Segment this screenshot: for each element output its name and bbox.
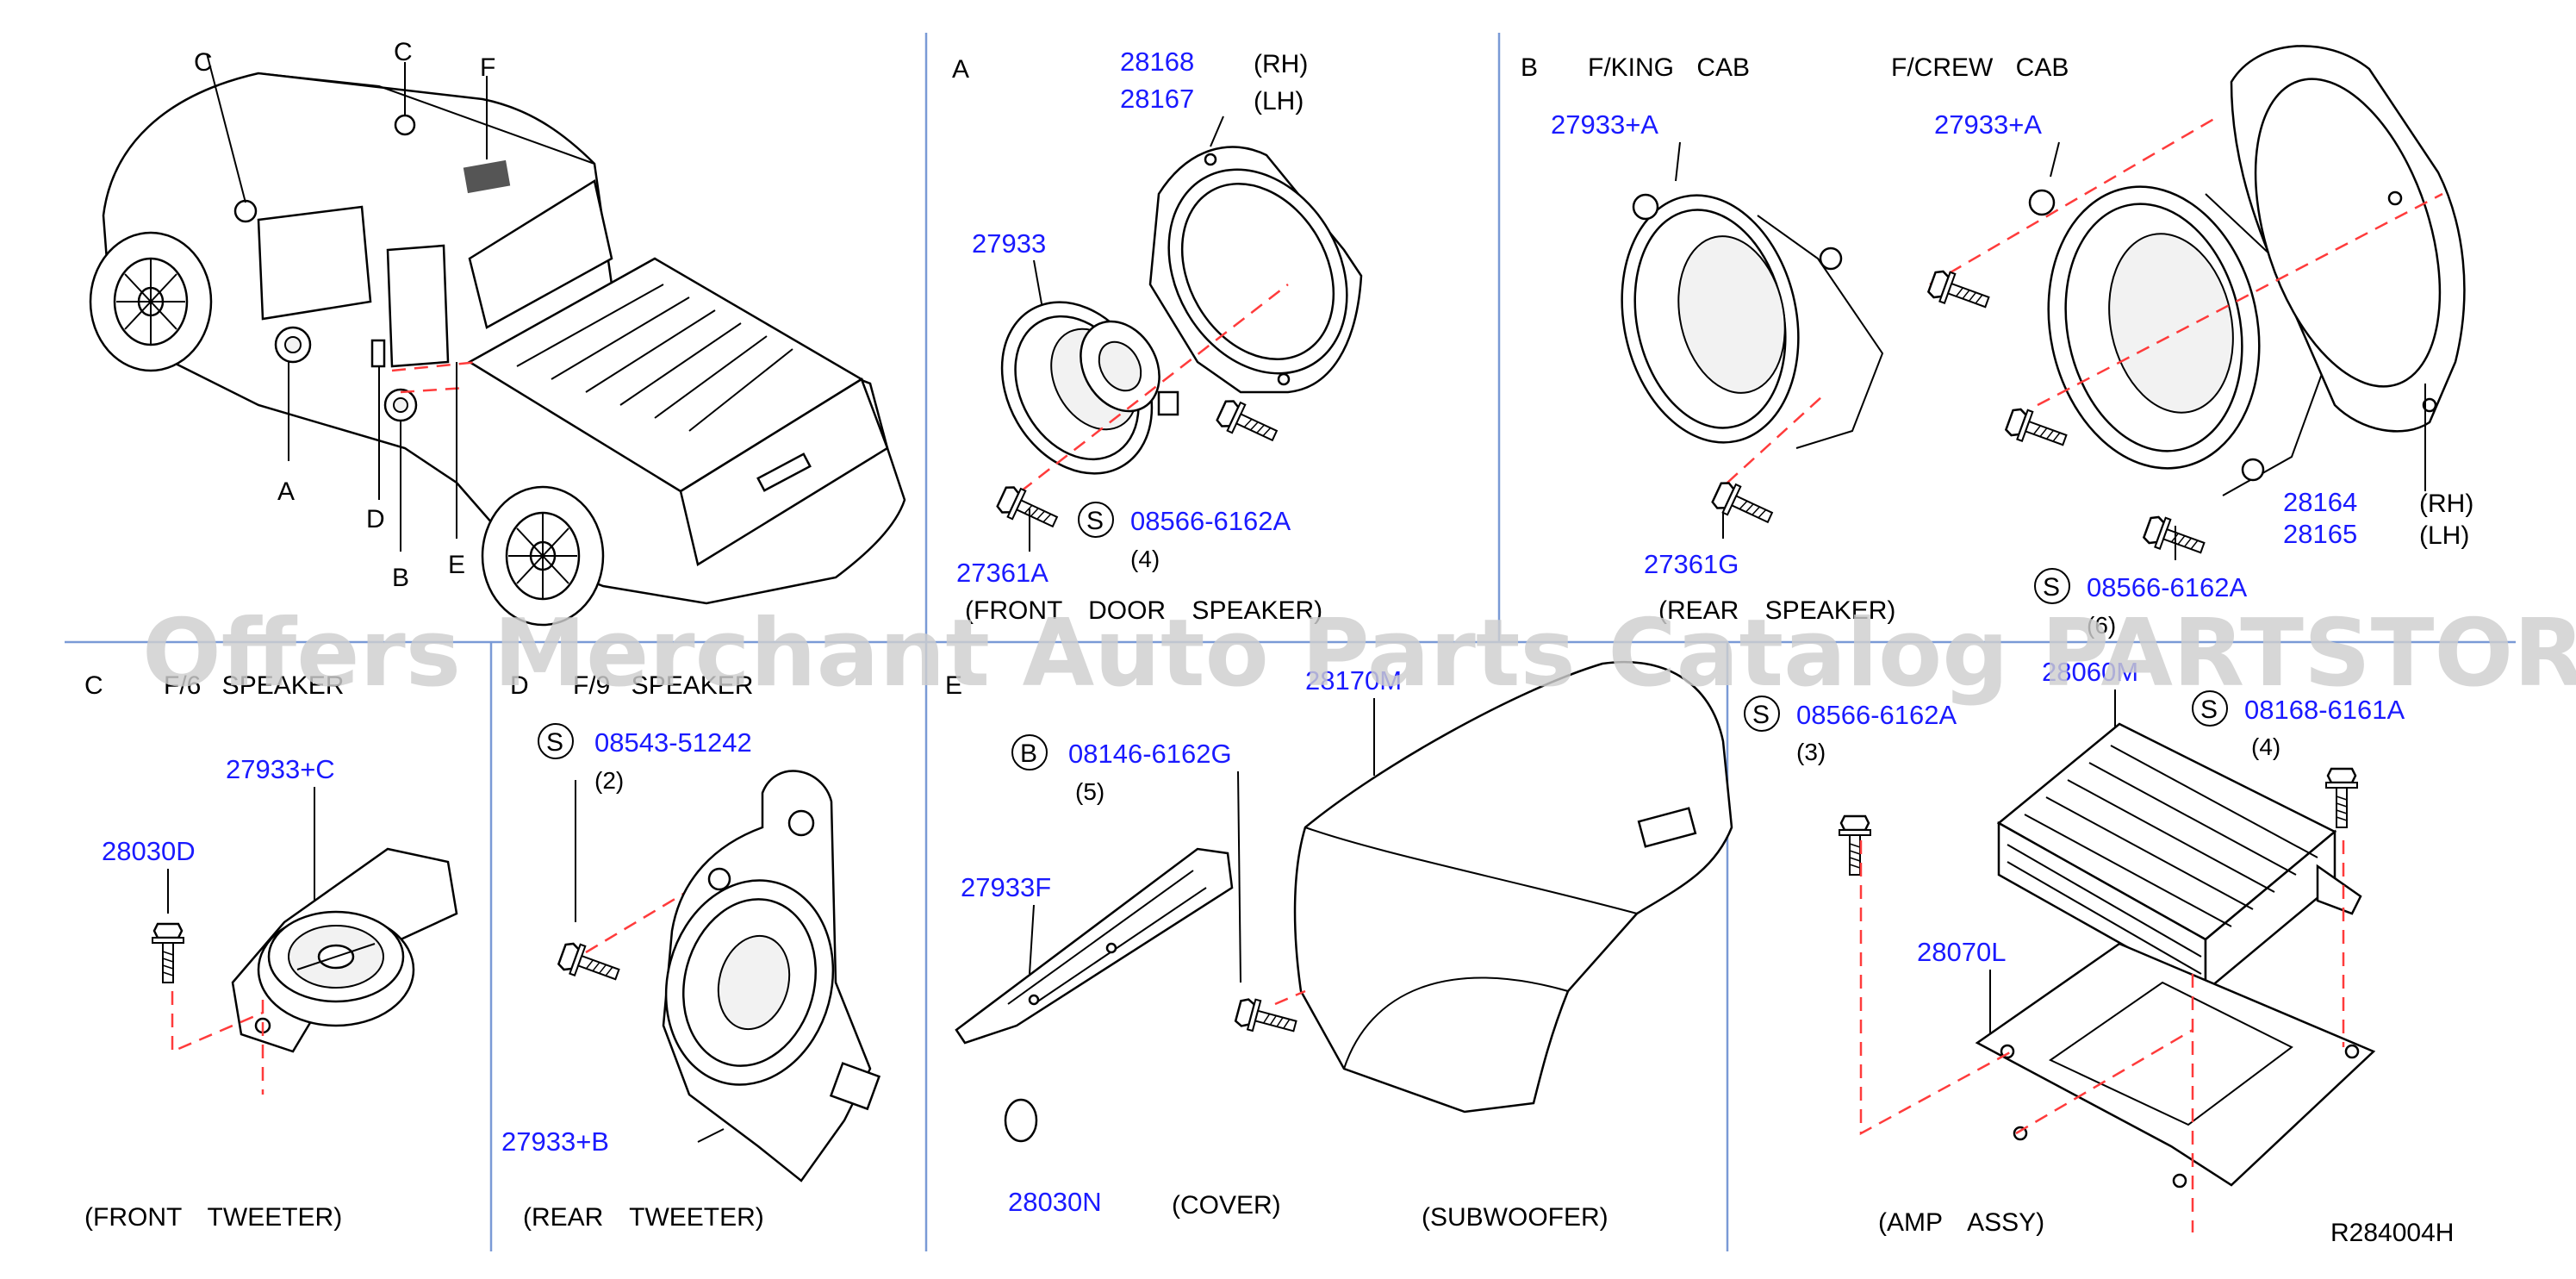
bolt-symbol-b: B xyxy=(1020,739,1037,768)
section-b-rear-speaker: B F/KING CAB F/CREW CAB 27933+A 27361G 2… xyxy=(1521,45,2473,639)
bolt-symbol-s-f2: S xyxy=(2200,696,2218,724)
subtitle-king-cab: F/KING CAB xyxy=(1588,53,1750,82)
bolt-quantity-f1: (3) xyxy=(1796,739,1826,765)
part-number-27933c[interactable]: 27933+C xyxy=(226,754,335,784)
rear-speaker-bracket xyxy=(2230,45,2466,433)
section-dividers xyxy=(65,33,2516,1251)
part-number-08168-6161a[interactable]: 08168-6161A xyxy=(2244,695,2405,725)
callout-f: F xyxy=(480,53,495,82)
section-c-letter: C xyxy=(84,671,103,700)
rear-wheel xyxy=(481,485,605,627)
caption-rear-speaker: (REAR SPEAKER) xyxy=(1658,596,1895,625)
bolt-quantity: (4) xyxy=(1130,546,1160,572)
part-number-27361a[interactable]: 27361A xyxy=(956,558,1048,588)
part-number-08543-51242[interactable]: 08543-51242 xyxy=(594,727,752,758)
subwoofer-box xyxy=(1293,660,1733,1114)
bolt-symbol-s-f1: S xyxy=(1752,701,1770,729)
part-number-27933[interactable]: 27933 xyxy=(972,228,1046,259)
section-c-front-tweeter: C F/6 SPEAKER 27933+C 28030D (FRONT TWEE… xyxy=(84,671,458,1232)
front-tweeter xyxy=(231,847,458,1053)
section-d-rear-tweeter: D F/9 SPEAKER S 08543-51242 (2) 27933+B … xyxy=(501,671,881,1232)
part-number-28165[interactable]: 28165 xyxy=(2283,519,2357,549)
caption-amp-assy: (AMP ASSY) xyxy=(1878,1208,2044,1237)
bolt-symbol-s: S xyxy=(1086,507,1104,535)
section-d-title: F/9 SPEAKER xyxy=(573,671,753,700)
callout-c-1: C xyxy=(194,48,213,77)
front-wheel xyxy=(89,231,213,372)
section-d-letter: D xyxy=(510,671,529,700)
part-number-27361g[interactable]: 27361G xyxy=(1644,549,1739,579)
bolt-symbol-s-b: S xyxy=(2043,573,2060,602)
part-number-28168[interactable]: 28168 xyxy=(1120,47,1194,77)
part-number-28030n[interactable]: 28030N xyxy=(1008,1187,1102,1217)
section-e-subwoofer: E 28170M B 08146-6162G (5) 27933F 28030N… xyxy=(945,660,1733,1232)
section-c-title: F/6 SPEAKER xyxy=(164,671,344,700)
callout-a: A xyxy=(277,477,295,506)
door-speaker xyxy=(1000,301,1179,475)
part-number-28164[interactable]: 28164 xyxy=(2283,487,2357,517)
rear-speaker-king xyxy=(1621,193,1884,449)
caption-subwoofer: (SUBWOOFER) xyxy=(1422,1203,1608,1232)
callout-d: D xyxy=(366,505,385,533)
part-number-28060m[interactable]: 28060M xyxy=(2042,657,2138,687)
side-lh-b: (LH) xyxy=(2419,521,2469,550)
truck-illustration xyxy=(89,72,906,627)
bolt-symbol-s-d: S xyxy=(546,728,563,757)
part-number-27933a-crew[interactable]: 27933+A xyxy=(1934,109,2042,140)
section-a-letter: A xyxy=(952,55,969,84)
bolt-quantity-f2: (4) xyxy=(2251,733,2280,760)
caption-cover: (COVER) xyxy=(1172,1191,1281,1220)
side-lh: (LH) xyxy=(1254,87,1304,115)
rear-speaker-crew xyxy=(2028,185,2328,496)
part-number-27933a-king[interactable]: 27933+A xyxy=(1551,109,1658,140)
caption-rear-tweeter: (REAR TWEETER) xyxy=(523,1203,764,1232)
callout-c-2: C xyxy=(394,38,413,66)
part-number-08146-6162g[interactable]: 08146-6162G xyxy=(1068,739,1232,769)
rear-tweeter xyxy=(662,770,881,1182)
watermark: Offers Merchant Auto Parts Catalog PARTS… xyxy=(142,600,2576,708)
subtitle-crew-cab: F/CREW CAB xyxy=(1891,53,2069,82)
part-number-27933b[interactable]: 27933+B xyxy=(501,1126,609,1157)
section-e-letter: E xyxy=(945,671,962,700)
side-rh: (RH) xyxy=(1254,50,1308,78)
diagram-code: R284004H xyxy=(2330,1219,2454,1247)
truck-overview: C C F A D B E xyxy=(89,38,906,627)
part-number-08566-6162a[interactable]: 08566-6162A xyxy=(1130,506,1291,536)
callout-e: E xyxy=(448,551,465,579)
section-a-front-door-speaker: A 28168 (RH) 28167 (LH) 27933 27361A xyxy=(952,47,1363,625)
door-speaker-bracket xyxy=(1148,146,1363,394)
part-number-27933f[interactable]: 27933F xyxy=(961,872,1051,902)
caption-front-tweeter: (FRONT TWEETER) xyxy=(84,1203,342,1232)
bolt-quantity-b: (6) xyxy=(2087,612,2116,639)
section-b-letter: B xyxy=(1521,53,1538,82)
caption-front-door-speaker: (FRONT DOOR SPEAKER) xyxy=(965,596,1322,625)
part-number-08566-6162a-f[interactable]: 08566-6162A xyxy=(1796,700,1957,730)
subwoofer-cover xyxy=(955,847,1234,1045)
part-number-08566-6162a-b[interactable]: 08566-6162A xyxy=(2087,572,2247,602)
clip-28030n xyxy=(1004,1098,1038,1143)
amp-bracket xyxy=(1975,942,2376,1189)
section-f-amp: 28060M S 08566-6162A (3) S 08168-6161A (… xyxy=(1744,657,2454,1247)
side-rh-b: (RH) xyxy=(2419,490,2473,518)
part-number-28030d[interactable]: 28030D xyxy=(102,836,196,866)
part-number-28070l[interactable]: 28070L xyxy=(1917,937,2006,967)
bolt-quantity-e: (5) xyxy=(1075,778,1104,805)
callout-b: B xyxy=(392,564,409,592)
part-number-28167[interactable]: 28167 xyxy=(1120,84,1194,114)
bolt-quantity-d: (2) xyxy=(594,767,624,794)
part-number-28170m[interactable]: 28170M xyxy=(1305,665,1402,696)
amplifier-unit xyxy=(1996,722,2362,994)
